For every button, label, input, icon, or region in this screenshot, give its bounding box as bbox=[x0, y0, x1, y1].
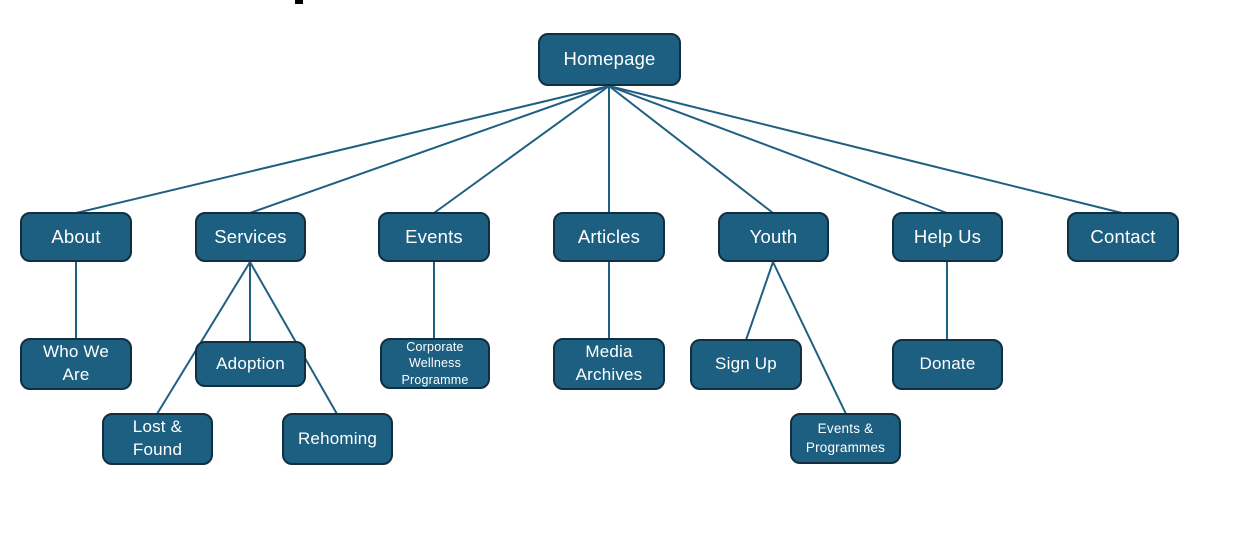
node-about[interactable]: About bbox=[20, 212, 132, 262]
node-events[interactable]: Events bbox=[378, 212, 490, 262]
connector-services-lostfound bbox=[156, 261, 251, 415]
node-events-and-programmes[interactable]: Events & Programmes bbox=[790, 413, 901, 464]
node-homepage[interactable]: Homepage bbox=[538, 33, 681, 86]
node-corporate-wellness-programme[interactable]: Corporate Wellness Programme bbox=[380, 338, 490, 389]
node-sign-up[interactable]: Sign Up bbox=[690, 339, 802, 390]
node-services[interactable]: Services bbox=[195, 212, 306, 262]
connector-homepage-helpus bbox=[608, 85, 948, 214]
node-articles[interactable]: Articles bbox=[553, 212, 665, 262]
connector-services-rehoming bbox=[249, 261, 338, 415]
node-who-we-are[interactable]: Who We Are bbox=[20, 338, 132, 390]
node-rehoming[interactable]: Rehoming bbox=[282, 413, 393, 465]
connector-homepage-events bbox=[433, 85, 610, 214]
cropped-title-fragment bbox=[295, 0, 303, 4]
connector-homepage-services bbox=[249, 85, 610, 214]
node-adoption[interactable]: Adoption bbox=[195, 341, 306, 387]
node-media-archives[interactable]: Media Archives bbox=[553, 338, 665, 390]
connector-homepage-contact bbox=[608, 85, 1123, 214]
connector-homepage-youth bbox=[608, 85, 774, 214]
node-help-us[interactable]: Help Us bbox=[892, 212, 1003, 262]
node-contact[interactable]: Contact bbox=[1067, 212, 1179, 262]
node-lost-and-found[interactable]: Lost & Found bbox=[102, 413, 213, 465]
connector-youth-eventsprog bbox=[772, 261, 847, 415]
node-youth[interactable]: Youth bbox=[718, 212, 829, 262]
connector-youth-signup bbox=[745, 261, 774, 341]
node-donate[interactable]: Donate bbox=[892, 339, 1003, 390]
connector-homepage-about bbox=[75, 85, 610, 214]
